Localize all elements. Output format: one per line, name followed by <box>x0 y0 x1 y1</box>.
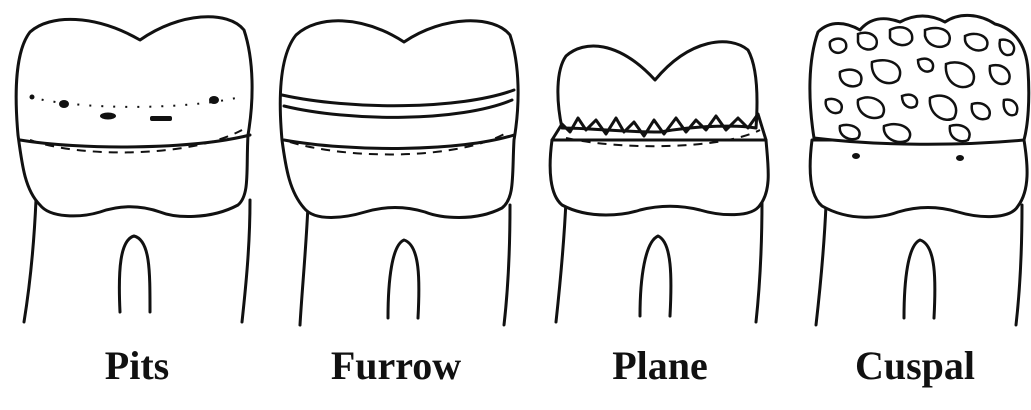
label-furrow: Furrow <box>276 342 516 390</box>
root-canal <box>388 240 419 318</box>
label-cuspal: Cuspal <box>795 342 1031 390</box>
root-outline <box>504 205 510 325</box>
label-pits: Pits <box>17 342 257 390</box>
root-outline <box>816 205 826 325</box>
label-plane: Plane <box>540 342 780 390</box>
root-outline <box>300 205 308 325</box>
tooth-furrow <box>280 21 518 325</box>
crown-outline <box>280 21 518 218</box>
crown-upper <box>558 42 757 132</box>
root-outline <box>1016 205 1022 325</box>
root-outline <box>242 200 250 322</box>
tooth-pits <box>16 17 252 322</box>
root-outline <box>556 200 566 322</box>
root-canal <box>640 236 671 316</box>
tooth-plane <box>550 42 768 322</box>
root-outline <box>24 200 36 322</box>
crown-outline <box>16 17 252 217</box>
pit-mark <box>852 153 860 159</box>
crown-lower <box>810 140 1027 217</box>
crown-lower <box>550 140 768 215</box>
pit-mark <box>956 155 964 161</box>
root-canal <box>904 240 935 318</box>
root-outline <box>756 200 762 322</box>
root-canal <box>119 236 150 312</box>
tooth-cuspal <box>810 15 1029 325</box>
